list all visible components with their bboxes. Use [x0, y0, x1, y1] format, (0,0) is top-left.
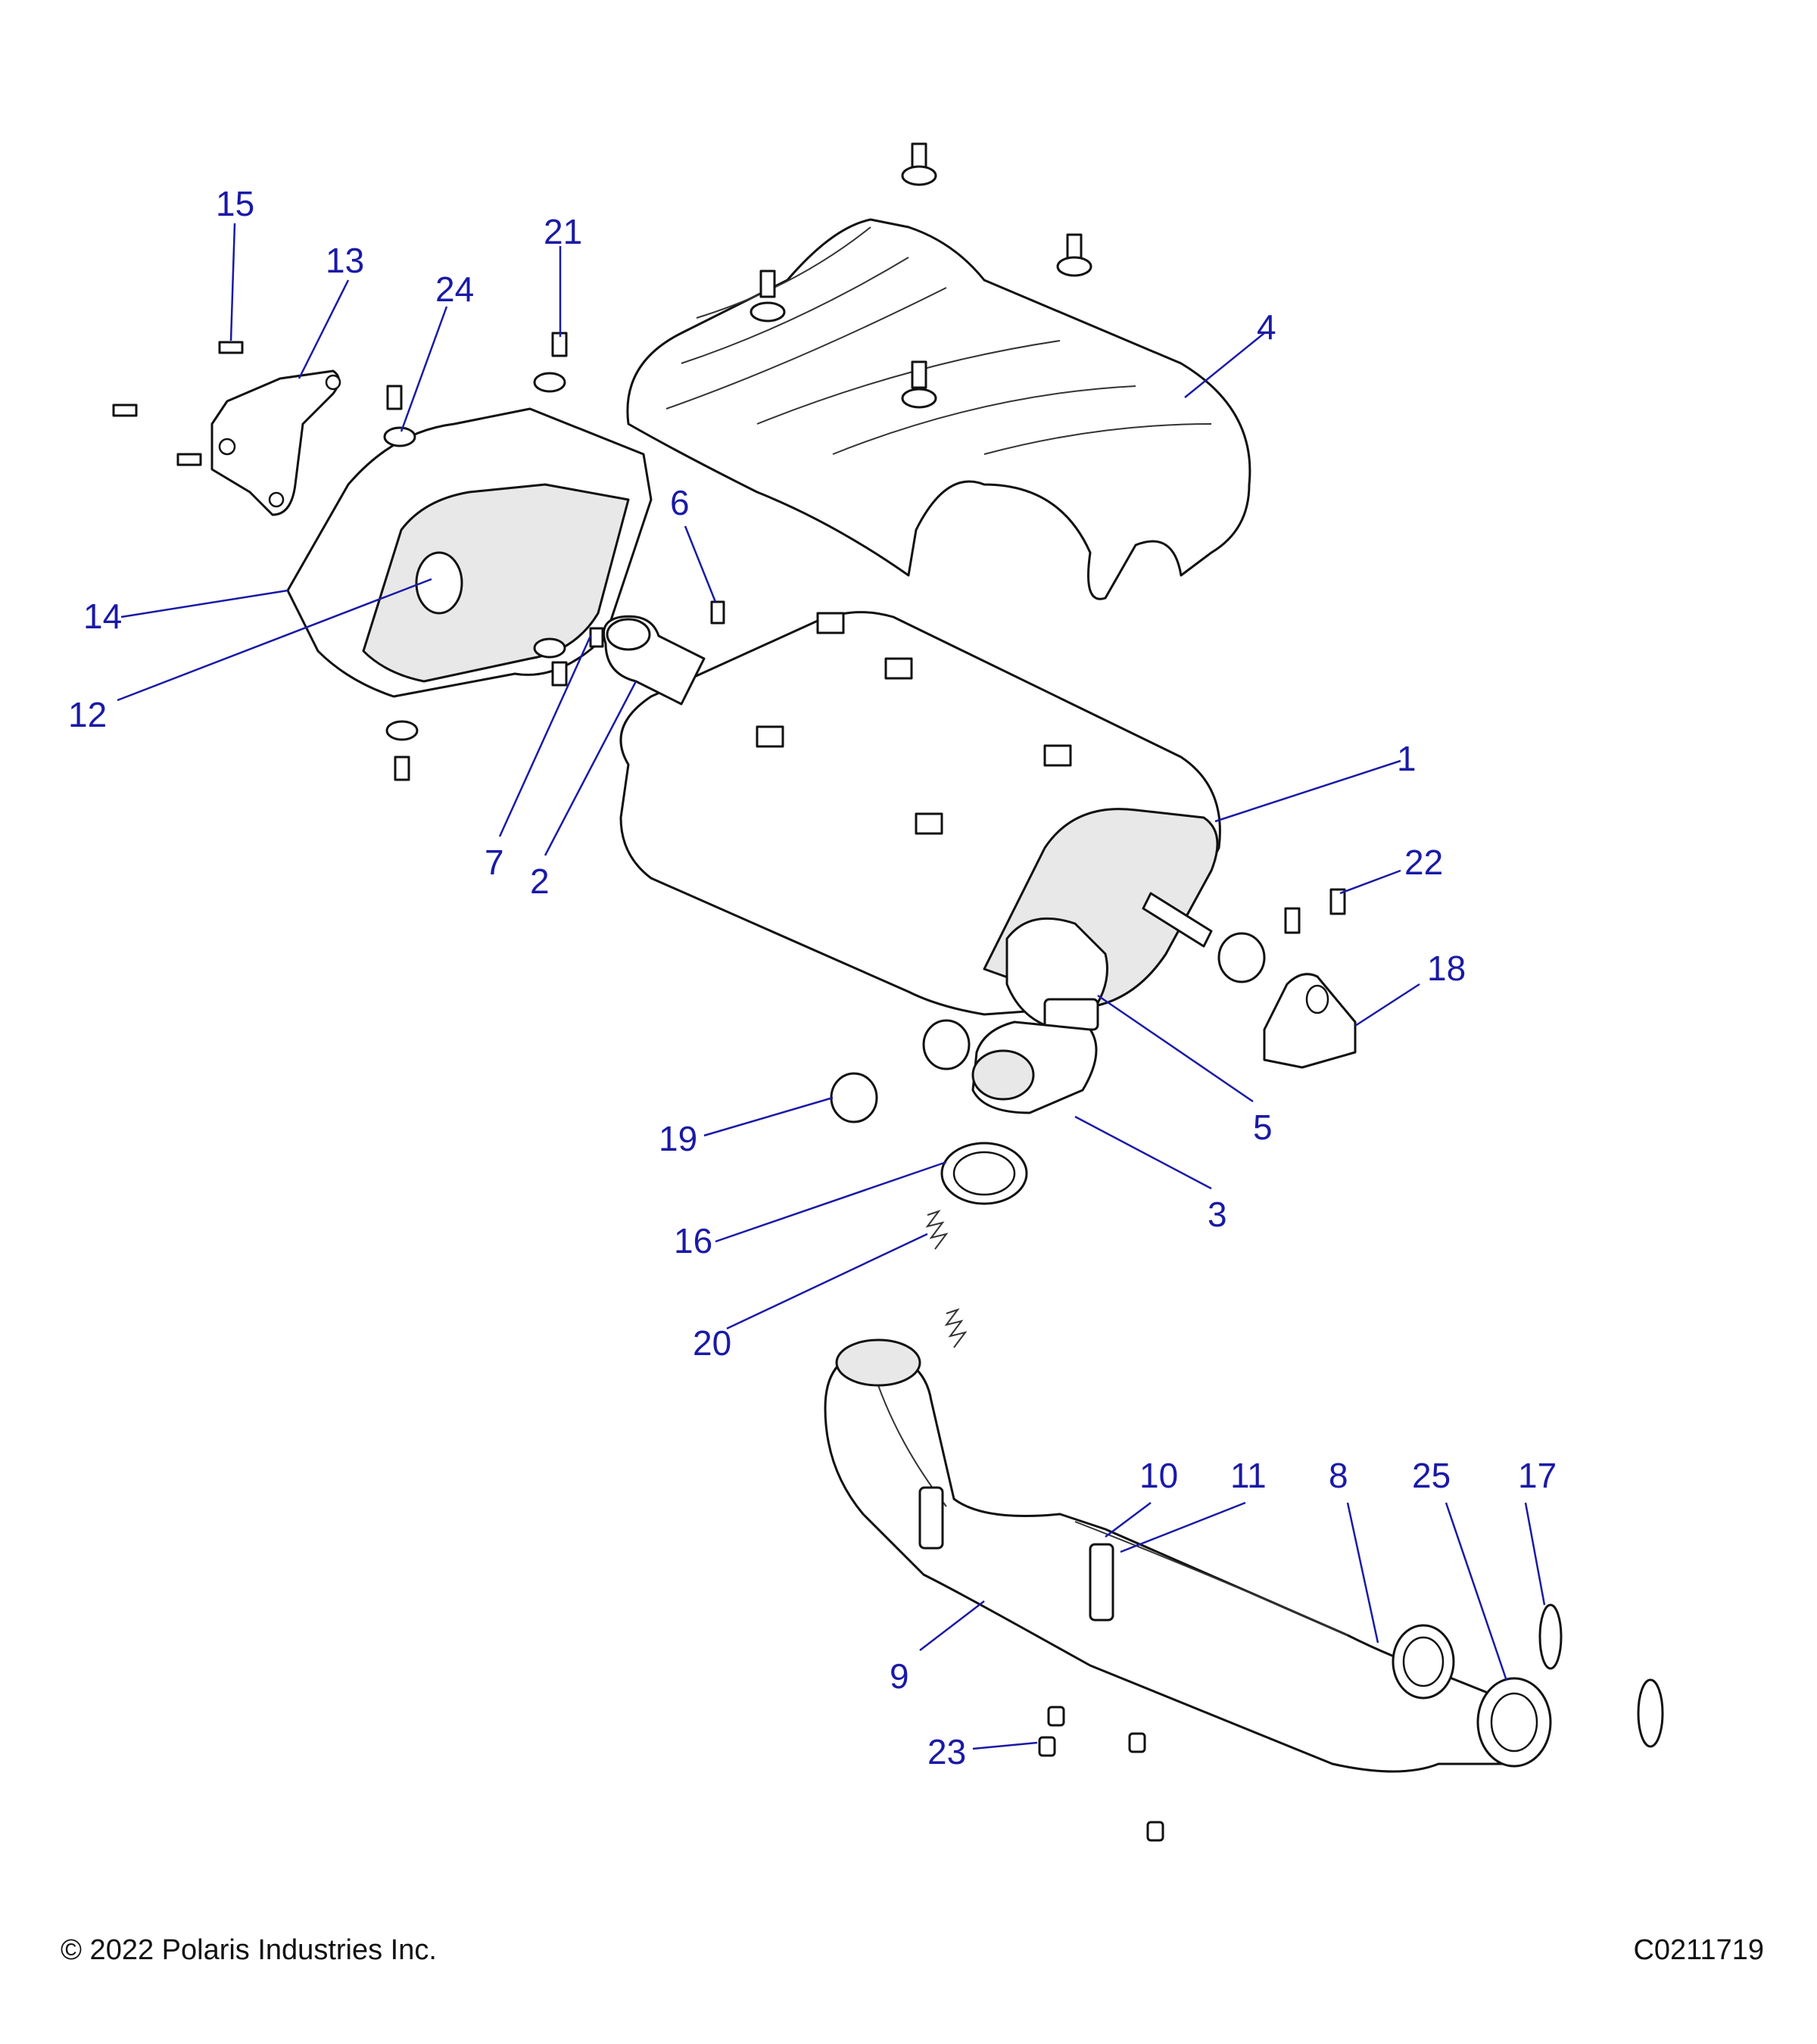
- callout-25: 25: [1412, 1456, 1451, 1495]
- leader-lines: [117, 223, 1546, 1750]
- part-25-flange: [1476, 1677, 1552, 1768]
- callout-16: 16: [674, 1221, 712, 1260]
- part-5-outlet-clamp: [1005, 917, 1108, 1031]
- part-1-muffler: [619, 611, 1221, 1016]
- callout-4: 4: [1257, 307, 1276, 347]
- drawing-id: C0211719: [1633, 1934, 1764, 1966]
- part-14-end-heat-shield: [286, 407, 653, 698]
- callout-7: 7: [485, 843, 504, 882]
- callout-17: 17: [1518, 1456, 1557, 1495]
- callout-9: 9: [890, 1656, 909, 1696]
- part-18-mount-bracket: [1263, 973, 1357, 1069]
- callout-6: 6: [670, 483, 690, 522]
- callout-10: 10: [1139, 1456, 1178, 1495]
- callout-15: 15: [216, 184, 254, 223]
- part-3-outlet-tip: [971, 1020, 1098, 1114]
- part-13-bracket: [210, 369, 341, 516]
- callout-22: 22: [1404, 843, 1443, 882]
- copyright-text: © 2022 Polaris Industries Inc.: [61, 1934, 437, 1966]
- part-20-spring-set: [925, 1210, 968, 1348]
- callout-20: 20: [693, 1323, 731, 1363]
- callout-18: 18: [1427, 949, 1466, 988]
- callout-11: 11: [1230, 1456, 1267, 1495]
- part-16-gasket-ring: [940, 1142, 1028, 1205]
- callout-5: 5: [1253, 1108, 1273, 1147]
- part-22-bolt-set: [1284, 888, 1346, 934]
- callout-13: 13: [326, 241, 364, 280]
- callout-labels: 1 2 3 4 5 6 7 8 9 10 11 12 13 14 15 16 1…: [68, 184, 1557, 1771]
- callout-23: 23: [927, 1732, 966, 1771]
- part-2-inlet-pipe: [603, 615, 706, 706]
- part-11-clamp: [1089, 1543, 1114, 1622]
- part-10-clamp: [918, 1486, 944, 1550]
- part-23-nut-set: [1038, 1706, 1164, 1842]
- part-19-grommet-set: [830, 932, 1266, 1123]
- bracket-bolt-set: [112, 332, 725, 781]
- callout-1: 1: [1397, 739, 1417, 778]
- callout-12: 12: [68, 695, 107, 734]
- callout-14: 14: [83, 597, 122, 636]
- callout-8: 8: [1329, 1456, 1348, 1495]
- callout-24: 24: [435, 270, 474, 309]
- part-9-header-pipe: [824, 1338, 1523, 1773]
- callout-2: 2: [530, 862, 550, 901]
- part-4-heat-shield: [626, 218, 1251, 600]
- part-17-gasket-set: [1538, 1603, 1664, 1748]
- part-8-flange: [1392, 1624, 1455, 1700]
- callout-19: 19: [659, 1119, 697, 1158]
- callout-3: 3: [1208, 1195, 1227, 1234]
- heat-shield-bolt-set: [750, 142, 1092, 409]
- callout-21: 21: [544, 212, 582, 251]
